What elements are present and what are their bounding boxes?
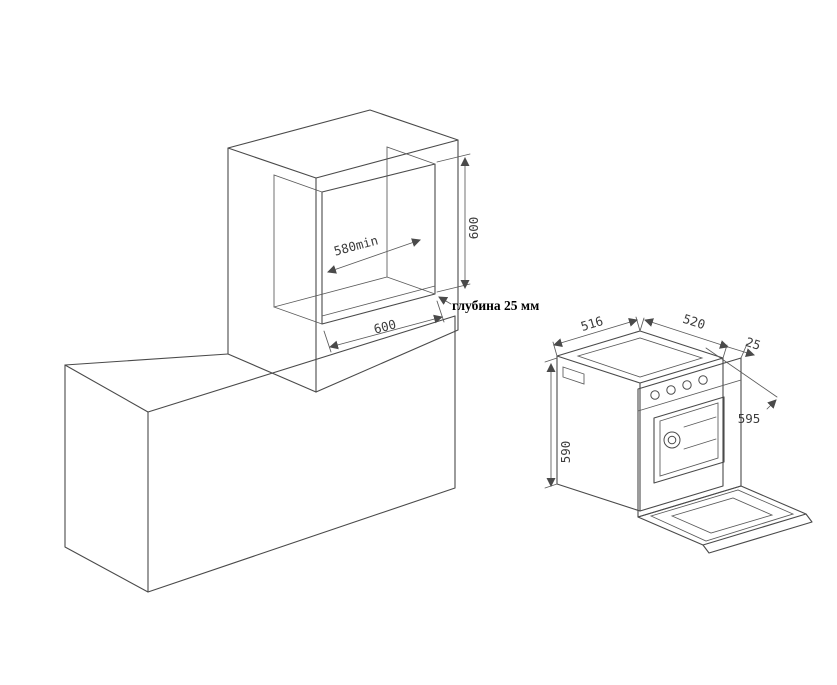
upper-cabinet-bottom-right-edge <box>315 329 459 393</box>
door-border <box>649 489 795 542</box>
dimension-line <box>329 314 443 350</box>
knob-icon <box>682 380 692 390</box>
dimension-line <box>644 318 729 349</box>
control-knobs <box>650 375 708 400</box>
niche-height-dimension: 600 <box>436 153 481 293</box>
upper-cabinet-top-face <box>227 109 459 179</box>
leader-arrow <box>766 399 777 410</box>
niche-width-label: 600 <box>372 316 398 336</box>
control-panel-line <box>637 379 742 412</box>
niche-height-label: 600 <box>466 217 481 240</box>
oven-cavity-inner <box>659 402 719 477</box>
oven-height-dimension: 590 <box>544 357 573 489</box>
dimension-line <box>553 317 638 348</box>
niche-depth-label: 580min <box>332 232 379 258</box>
niche-depth-dimension: 580min <box>327 232 421 274</box>
niche-floor-right-edge <box>386 276 436 295</box>
oven-shelf-line <box>683 438 717 450</box>
fan-outer-icon <box>663 431 681 449</box>
oven-frame-offset-label: 25 <box>744 334 763 353</box>
fan-inner-icon <box>667 435 677 445</box>
niche-left-wall-edges <box>273 174 323 325</box>
oven-height-label: 590 <box>558 441 573 464</box>
oven-top-width-dimension: 516 <box>552 313 641 357</box>
oven-top-depth-label: 520 <box>681 311 707 332</box>
niche-floor-back-edge <box>273 276 388 308</box>
extension-line <box>635 316 641 332</box>
dimension-line <box>727 346 755 357</box>
knob-icon <box>698 375 708 385</box>
oven-top-width-label: 516 <box>579 313 605 334</box>
oven-top-depth-dimension: 520 <box>639 311 729 359</box>
extension-line <box>436 300 445 323</box>
oven-left-face-edges <box>556 355 641 512</box>
oven-front-width-label: 595 <box>738 411 761 426</box>
base-top-back-edge <box>64 353 229 366</box>
niche-right-wall-edges <box>386 146 436 278</box>
niche-front-ledge-line <box>321 285 436 317</box>
oven-drawing: 516 520 25 595 <box>544 311 813 554</box>
oven-body <box>556 330 724 512</box>
oven-shelf-line <box>683 416 717 428</box>
extension-line <box>740 343 748 359</box>
leader-arrow <box>438 296 452 305</box>
oven-frame-offset-dimension: 25 <box>727 334 763 359</box>
door-handle <box>702 513 813 554</box>
knob-icon <box>650 390 660 400</box>
extension-line <box>436 153 471 163</box>
extension-line <box>705 347 778 398</box>
door-window <box>670 497 774 534</box>
oven-front <box>637 357 742 518</box>
side-vent-grille <box>562 366 585 385</box>
oven-right-and-bottom-edges <box>639 357 724 512</box>
extension-line <box>323 330 332 353</box>
depth-note: глубина 25 мм <box>438 296 539 313</box>
knob-icon <box>666 385 676 395</box>
oven-cavity-opening <box>653 396 725 484</box>
oven-front-width-dimension: 595 <box>705 347 778 426</box>
extension-line <box>722 344 728 359</box>
oven-door-open <box>637 485 813 554</box>
cabinet-drawing: 600 580min 600 глубина 25 мм <box>64 109 539 593</box>
dimension-line <box>327 238 421 274</box>
niche-opening <box>273 146 436 325</box>
depth-note-label: глубина 25 мм <box>452 298 539 313</box>
extension-line <box>544 357 558 363</box>
extension-line <box>639 317 645 332</box>
